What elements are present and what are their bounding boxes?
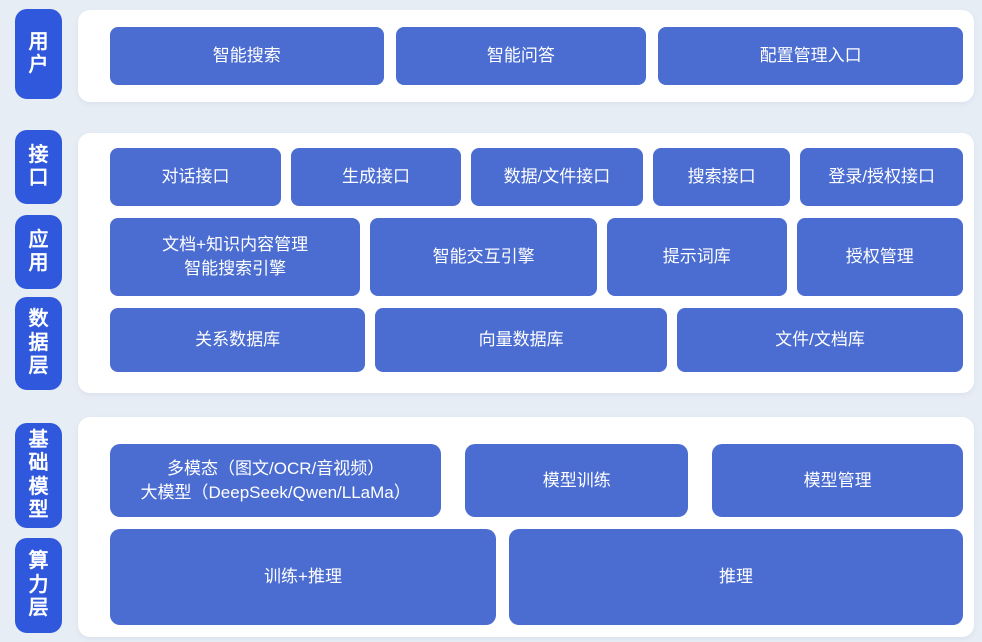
- layer-label-user: 用户: [15, 9, 62, 99]
- row-user-blocks: 智能搜索 智能问答 配置管理入口: [110, 27, 963, 85]
- block-authorization-management: 授权管理: [796, 218, 964, 296]
- block-generation-api: 生成接口: [290, 148, 461, 206]
- layer-label-compute: 算力层: [15, 538, 62, 633]
- block-training-inference: 训练+推理: [110, 529, 496, 625]
- row-application-blocks: 文档+知识内容管理 智能搜索引擎 智能交互引擎 提示词库 授权管理: [110, 218, 964, 296]
- block-multimodal-llm: 多模态（图文/OCR/音视频） 大模型（DeepSeek/Qwen/LLaMa）: [110, 444, 442, 517]
- block-model-training: 模型训练: [465, 444, 689, 517]
- block-login-auth-api: 登录/授权接口: [800, 148, 963, 206]
- row-compute-blocks: 训练+推理 推理: [110, 529, 963, 625]
- layer-label-interface: 接口: [15, 130, 62, 204]
- layer-label-application: 应用: [15, 215, 62, 289]
- panel-user-layer: 智能搜索 智能问答 配置管理入口: [78, 10, 974, 102]
- block-relational-database: 关系数据库: [110, 308, 366, 372]
- block-config-management-entry: 配置管理入口: [658, 27, 963, 85]
- row-interface-blocks: 对话接口 生成接口 数据/文件接口 搜索接口 登录/授权接口: [110, 148, 963, 206]
- block-vector-database: 向量数据库: [375, 308, 667, 372]
- block-smart-search: 智能搜索: [110, 27, 384, 85]
- block-search-api: 搜索接口: [652, 148, 791, 206]
- block-smart-qa: 智能问答: [395, 27, 647, 85]
- row-data-blocks: 关系数据库 向量数据库 文件/文档库: [110, 308, 963, 372]
- block-prompt-library: 提示词库: [606, 218, 787, 296]
- panel-bottom-layers: 多模态（图文/OCR/音视频） 大模型（DeepSeek/Qwen/LLaMa）…: [78, 417, 974, 637]
- block-inference: 推理: [509, 529, 963, 625]
- layer-label-data: 数据层: [15, 297, 62, 390]
- block-dialog-api: 对话接口: [110, 148, 281, 206]
- block-model-management: 模型管理: [712, 444, 963, 517]
- row-foundation-model-blocks: 多模态（图文/OCR/音视频） 大模型（DeepSeek/Qwen/LLaMa）…: [110, 444, 963, 517]
- layer-label-foundation-model: 基础模型: [15, 423, 62, 528]
- block-smart-interaction-engine: 智能交互引擎: [370, 218, 597, 296]
- block-file-document-store: 文件/文档库: [677, 308, 963, 372]
- block-doc-knowledge-search-engine: 文档+知识内容管理 智能搜索引擎: [110, 218, 361, 296]
- block-data-file-api: 数据/文件接口: [471, 148, 643, 206]
- panel-middle-layers: 对话接口 生成接口 数据/文件接口 搜索接口 登录/授权接口 文档+知识内容管理…: [78, 133, 974, 393]
